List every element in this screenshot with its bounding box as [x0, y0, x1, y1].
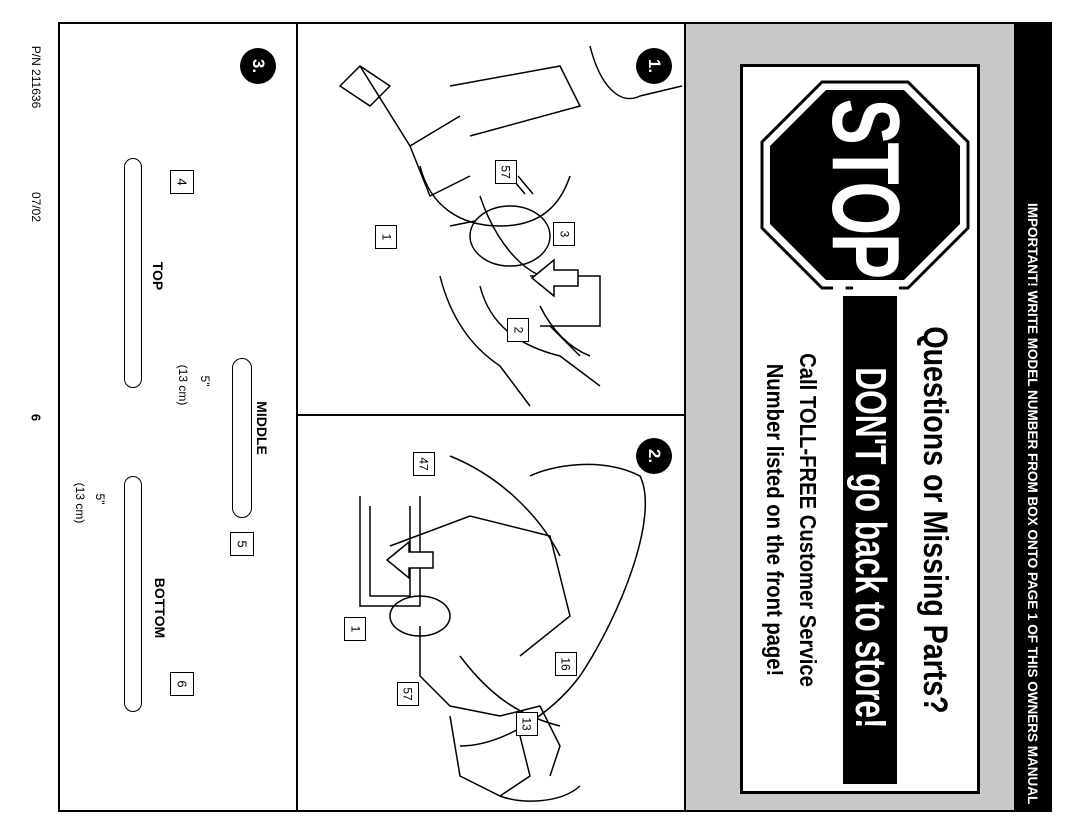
important-banner — [1014, 24, 1050, 810]
callout-3: 3 — [553, 222, 575, 246]
important-text: IMPORTANT! WRITE MODEL NUMBER FROM BOX O… — [1025, 203, 1040, 805]
callout-1-step1: 1 — [375, 225, 397, 249]
warning-bar — [843, 296, 897, 784]
callout-1-step2: 1 — [344, 617, 366, 641]
tube-middle — [232, 358, 252, 518]
arrow-icon — [530, 258, 579, 298]
callout-2: 2 — [507, 318, 529, 342]
step-1-illustration — [338, 45, 683, 407]
missing-parts-heading: Questions or Missing Parts? — [916, 326, 954, 714]
step-3-badge-text: 3. — [249, 58, 268, 74]
callout-4: 4 — [170, 170, 194, 194]
step-1-badge: 1. — [636, 48, 672, 84]
callout-57: 57 — [495, 160, 517, 184]
label-middle: MIDDLE — [254, 401, 270, 455]
step-3-badge: 3. — [240, 48, 276, 84]
bottom-dimension: 5" — [93, 493, 107, 505]
page-frame — [58, 22, 1052, 812]
divider-panels — [684, 24, 686, 810]
stop-sign-icon — [760, 80, 970, 290]
middle-metric: (13 cm) — [176, 364, 190, 406]
divider-step1-step2 — [298, 414, 684, 416]
callout-16: 16 — [555, 652, 577, 676]
step-2-badge: 2. — [636, 438, 672, 474]
label-bottom: BOTTOM — [152, 577, 168, 639]
callout-47: 47 — [413, 452, 435, 476]
bottom-metric: (13 cm) — [73, 482, 87, 524]
arrow-icon-step2 — [385, 540, 434, 580]
part-number: P/N 211636 — [29, 45, 43, 109]
middle-dimension: 5" — [198, 375, 212, 387]
label-top: TOP — [150, 261, 166, 291]
callout-57-step2: 57 — [397, 682, 419, 706]
warning-text: DON'T go back to store! — [846, 367, 895, 729]
call-line-1: Call TOLL-FREE Customer Service — [795, 353, 821, 687]
stop-sign-text: STOP! — [812, 98, 919, 298]
divider-step3 — [296, 24, 298, 810]
callout-6: 6 — [170, 672, 194, 696]
step-2-illustration — [359, 455, 647, 802]
callout-13: 13 — [516, 712, 538, 736]
page-number: 6 — [28, 413, 44, 422]
callout-5: 5 — [230, 532, 254, 556]
tube-bottom — [124, 476, 142, 712]
call-line-2: Number listed on the front page! — [762, 363, 788, 677]
tube-top — [124, 158, 142, 388]
date: 07/02 — [29, 191, 43, 223]
